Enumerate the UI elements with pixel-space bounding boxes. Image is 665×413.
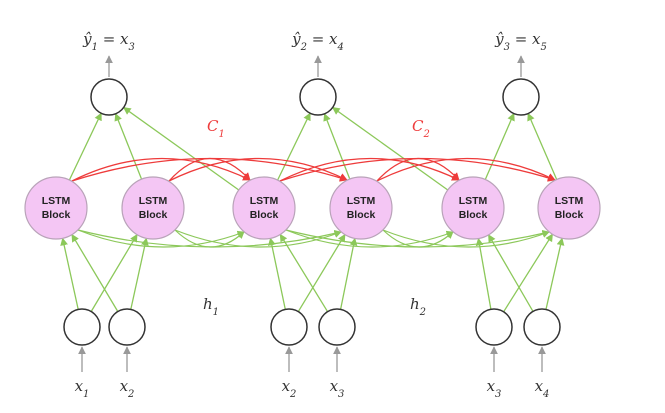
lstm-block-6-line1: LSTM xyxy=(555,195,584,207)
input-node-5 xyxy=(475,308,513,346)
hidden-state-edge xyxy=(174,229,342,248)
hidden-state-edge xyxy=(174,229,245,248)
output-label-3: ŷ3 = x5 xyxy=(494,30,547,53)
cell-state-edge xyxy=(279,157,460,182)
lstm-block-4: LSTM Block xyxy=(329,176,393,240)
cell-state-edge xyxy=(71,157,251,182)
input-to-lstm-edge xyxy=(60,237,79,310)
input-to-lstm-edge xyxy=(503,233,554,313)
hidden-to-output-edge xyxy=(114,112,143,180)
hidden-to-output-edge xyxy=(484,112,515,180)
cell-state-label-2: C2 xyxy=(412,117,430,140)
input-to-lstm-edge xyxy=(268,237,286,310)
input-label-2: x2 xyxy=(120,377,135,400)
lstm-block-2: LSTM Block xyxy=(121,176,185,240)
hidden-state-label-2: h2 xyxy=(410,295,426,318)
lstm-block-1-line1: LSTM xyxy=(42,195,71,207)
hidden-to-output-edge xyxy=(277,112,311,181)
input-label-6: x4 xyxy=(535,377,550,400)
cell-state-edge xyxy=(376,157,460,182)
hidden-state-edge xyxy=(77,229,245,248)
lstm-block-1: LSTM Block xyxy=(24,176,88,240)
input-to-lstm-edge xyxy=(475,237,492,310)
input-to-lstm-edge xyxy=(90,233,138,312)
hidden-to-output-edge xyxy=(68,112,102,181)
input-to-lstm-edge xyxy=(545,237,565,310)
hidden-state-edge xyxy=(382,229,454,248)
cell-state-edge xyxy=(376,157,556,182)
output-node-2 xyxy=(299,78,337,116)
cell-state-label-1: C1 xyxy=(207,117,225,140)
lstm-block-4-line1: LSTM xyxy=(347,195,376,207)
output-label-2: ŷ2 = x4 xyxy=(291,30,344,53)
input-to-lstm-edge xyxy=(339,237,358,310)
hidden-state-edge xyxy=(285,229,454,248)
input-to-lstm-edge xyxy=(297,233,346,312)
lstm-block-2-line1: LSTM xyxy=(139,195,168,207)
lstm-block-5-line2: Block xyxy=(459,209,488,221)
input-node-6 xyxy=(523,308,561,346)
cell-state-edge xyxy=(279,157,556,182)
hidden-state-label-1: h1 xyxy=(203,295,219,318)
output-node-3 xyxy=(502,78,540,116)
cell-state-edge xyxy=(168,157,251,182)
input-label-1: x1 xyxy=(75,377,90,400)
hidden-state-edge xyxy=(382,229,550,248)
hidden-state-edges xyxy=(60,106,565,313)
input-label-4: x3 xyxy=(330,377,345,400)
input-to-lstm-edge xyxy=(130,237,149,310)
output-node-1 xyxy=(90,78,128,116)
hidden-state-edge xyxy=(285,229,550,248)
lstm-block-3: LSTM Block xyxy=(232,176,296,240)
hidden-to-output-edge xyxy=(527,112,558,180)
input-label-3: x2 xyxy=(282,377,297,400)
input-node-4 xyxy=(318,308,356,346)
input-node-1 xyxy=(63,308,101,346)
output-label-1: ŷ1 = x3 xyxy=(82,30,135,53)
input-to-lstm-edge xyxy=(487,234,534,312)
input-label-5: x3 xyxy=(487,377,502,400)
input-node-2 xyxy=(108,308,146,346)
lstm-block-2-line2: Block xyxy=(139,209,168,221)
hidden-state-edge xyxy=(77,229,342,248)
lstm-block-4-line2: Block xyxy=(347,209,376,221)
lstm-block-6-line2: Block xyxy=(555,209,584,221)
lstm-block-3-line1: LSTM xyxy=(250,195,279,207)
hidden-to-output-edge xyxy=(323,113,351,180)
input-to-lstm-edge xyxy=(279,233,329,313)
lstm-block-1-line2: Block xyxy=(42,209,71,221)
lstm-block-5: LSTM Block xyxy=(441,176,505,240)
cell-state-edges xyxy=(71,157,556,182)
cell-state-edge xyxy=(168,157,348,182)
lstm-block-5-line1: LSTM xyxy=(459,195,488,207)
input-to-lstm-edge xyxy=(71,233,119,312)
lstm-block-3-line2: Block xyxy=(250,209,279,221)
lstm-block-6: LSTM Block xyxy=(537,176,601,240)
hidden-to-output-edge xyxy=(331,106,449,191)
hidden-to-output-edge xyxy=(122,106,240,191)
input-node-3 xyxy=(270,308,308,346)
io-arrows xyxy=(78,55,546,372)
